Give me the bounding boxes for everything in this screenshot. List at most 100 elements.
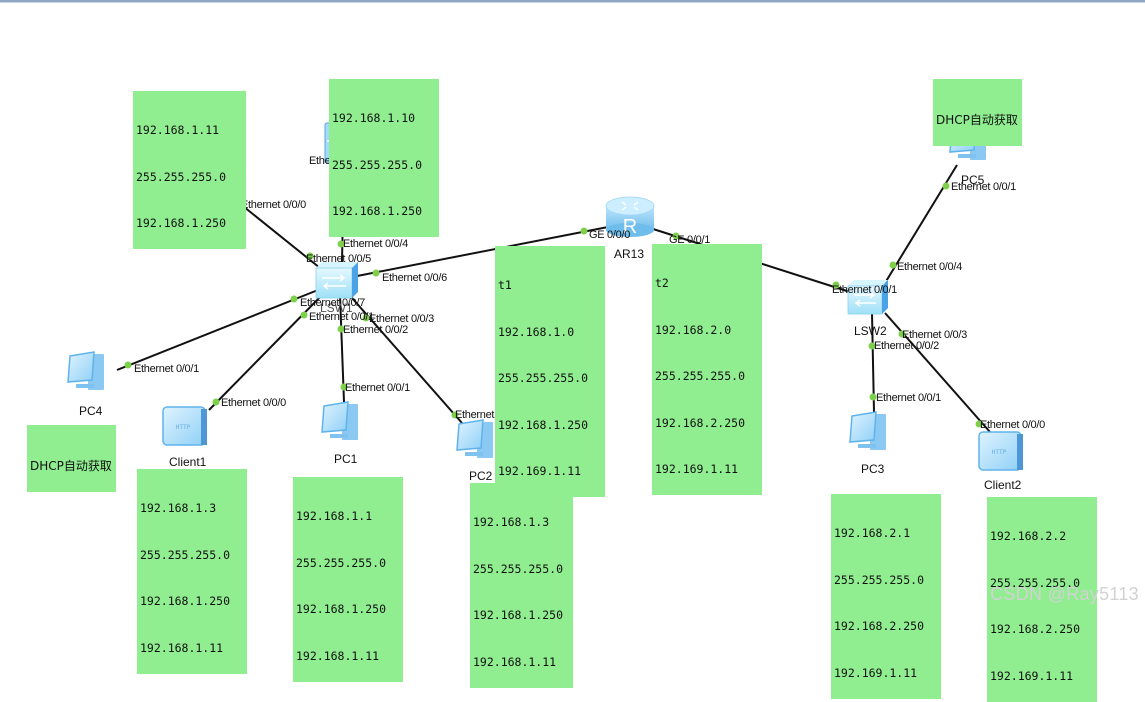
note-line: 192.168.1.1: [296, 509, 373, 523]
port-label-pc5: Ethernet 0/0/1: [951, 181, 1016, 193]
port-label-ar13-ge0: GE 0/0/0: [589, 229, 631, 241]
http-client-icon[interactable]: HTTP: [978, 431, 1023, 471]
port-dot-lsw1-e1: [300, 311, 308, 319]
port-dot-lsw2-e2: [868, 342, 876, 350]
note-line: DHCP自动获取: [936, 113, 1018, 127]
note-http: 192.168.1.10 255.255.255.0 192.168.1.250: [329, 79, 439, 237]
port-label-lsw2-e4: Ethernet 0/0/4: [897, 261, 962, 273]
link-lsw1-pc4[interactable]: [116, 289, 319, 371]
note-pc2: 192.168.1.3 255.255.255.0 192.168.1.250 …: [470, 483, 573, 688]
note-line: 255.255.255.0: [834, 572, 925, 587]
svg-text:HTTP: HTTP: [176, 424, 191, 431]
note-line: 192.169.1.11: [498, 464, 582, 478]
note-line: t2: [655, 276, 669, 290]
port-label-lsw1-e5: Ethernet 0/0/5: [306, 253, 371, 265]
port-dot-client1-e0: [212, 398, 220, 406]
note-line: 192.168.1.10: [332, 111, 416, 125]
device-label-pc5: PC5: [961, 173, 985, 187]
link-lsw1-client1[interactable]: [208, 291, 326, 411]
port-label-client1: Ethernet 0/0/0: [221, 397, 286, 409]
port-label-lsw2-e3: Ethernet 0/0/3: [902, 329, 967, 341]
note-line: 192.168.1.250: [498, 417, 589, 432]
port-dot-lsw1-e3: [362, 314, 370, 322]
note-line: 192.168.1.250: [296, 602, 387, 616]
note-line: 255.255.255.0: [655, 369, 746, 383]
note-pc4-dhcp: DHCP自动获取: [27, 425, 116, 492]
note-line: 192.168.2.250: [834, 619, 925, 633]
pc-icon[interactable]: [849, 411, 886, 450]
note-line: 192.168.1.11: [296, 648, 380, 663]
port-dot-pc4-e1: [124, 361, 132, 369]
note-pc1: 192.168.1.1 255.255.255.0 192.168.1.250 …: [293, 477, 403, 682]
port-label-lsw1-e6: Ethernet 0/0/6: [382, 272, 447, 284]
note-pc3: 192.168.2.1 255.255.255.0 192.168.2.250 …: [831, 494, 941, 699]
note-line: 192.168.1.3: [473, 515, 550, 529]
switch-icon[interactable]: [315, 262, 358, 299]
device-label-client1: Client1: [169, 455, 207, 469]
svg-text:R: R: [623, 216, 637, 238]
port-label-lsw1-e3: Ethernet 0/0/3: [369, 313, 434, 325]
note-client1: 192.168.1.3 255.255.255.0 192.168.1.250 …: [137, 469, 247, 674]
port-dot-pc1-e1: [340, 383, 348, 391]
port-dot-lsw2-e4: [889, 261, 897, 269]
note-line: 192.168.1.250: [136, 216, 227, 230]
port-label-lsw1-e2: Ethernet 0/0/2: [343, 324, 408, 336]
port-dot-lsw1-e5: [306, 252, 314, 260]
note-line: 255.255.255.0: [140, 547, 231, 562]
device-label-ar13: AR13: [614, 247, 645, 261]
note-line: 192.168.2.0: [655, 322, 732, 337]
window-top-border: [0, 0, 1145, 3]
device-label-pc2: PC2: [469, 469, 493, 483]
port-label-pc4: Ethernet 0/0/1: [134, 363, 199, 375]
note-line: 192.168.1.11: [140, 640, 224, 655]
svg-text:HTTP: HTTP: [992, 449, 1007, 456]
port-dot-client2-e0: [975, 420, 983, 428]
note-line: 255.255.255.0: [136, 169, 227, 184]
watermark: CSDN @Ray5113: [990, 584, 1139, 604]
port-dot-ar13-ge0: [580, 227, 588, 235]
pc-icon[interactable]: [456, 419, 493, 458]
port-label-pc1: Ethernet 0/0/1: [345, 382, 410, 394]
note-line: 192.169.1.11: [834, 665, 918, 680]
port-dot-lsw1-e4: [337, 240, 345, 248]
device-label-pc3: PC3: [861, 462, 885, 476]
note-pc5-dhcp: DHCP自动获取: [933, 79, 1022, 146]
note-line: 192.168.1.250: [140, 594, 231, 608]
note-line: 192.168.1.250: [332, 204, 423, 218]
router-icon[interactable]: R: [605, 196, 655, 238]
device-label-pc4: PC4: [79, 404, 103, 418]
device-label-lsw2: LSW2: [854, 324, 887, 338]
port-label-lsw1-e4: Ethernet 0/0/4: [343, 238, 408, 250]
note-line: 192.168.1.250: [473, 608, 564, 622]
pc-icon[interactable]: [321, 401, 358, 440]
note-line: 192.168.2.250: [990, 622, 1081, 636]
device-label-lsw1: LSW1: [320, 301, 353, 315]
port-dot-pc5-e1: [942, 182, 950, 190]
link-lsw1-pc2[interactable]: [344, 289, 463, 424]
port-label-lsw2-e2: Ethernet 0/0/2: [874, 340, 939, 352]
port-dot-lsw1-e6: [372, 269, 380, 277]
note-line: 192.168.1.3: [140, 501, 217, 515]
note-line: 192.168.1.11: [136, 123, 220, 137]
port-dot-lsw2-e1: [832, 281, 840, 289]
port-label-dns: Ethernet 0/0/0: [241, 199, 306, 211]
note-line: 255.255.255.0: [473, 561, 564, 576]
port-label-lsw1-e7: Ethernet 0/0/7: [300, 297, 365, 309]
port-label-lsw2-e1: Ethernet 0/0/1: [832, 284, 897, 296]
note-dns: 192.168.1.11 255.255.255.0 192.168.1.250: [133, 91, 246, 249]
note-line: 192.168.2.2: [990, 529, 1067, 543]
link-lsw1-ar13[interactable]: [351, 226, 609, 278]
port-label-pc3: Ethernet 0/0/1: [876, 392, 941, 404]
note-t1: t1 192.168.1.0 255.255.255.0 192.168.1.2…: [495, 246, 605, 497]
note-t2: t2 192.168.2.0 255.255.255.0 192.168.2.2…: [652, 244, 762, 495]
note-line: 192.168.2.1: [834, 526, 911, 540]
device-label-client2: Client2: [984, 478, 1022, 492]
note-line: 192.168.1.11: [473, 654, 557, 669]
note-line: 255.255.255.0: [296, 555, 387, 570]
pc-icon[interactable]: [67, 351, 104, 390]
switch-icon[interactable]: [847, 280, 888, 315]
http-client-icon[interactable]: HTTP: [162, 406, 207, 446]
links: [116, 157, 991, 433]
port-dot-ar13-ge1: [672, 232, 680, 240]
port-dot-lsw2-e3: [898, 330, 906, 338]
